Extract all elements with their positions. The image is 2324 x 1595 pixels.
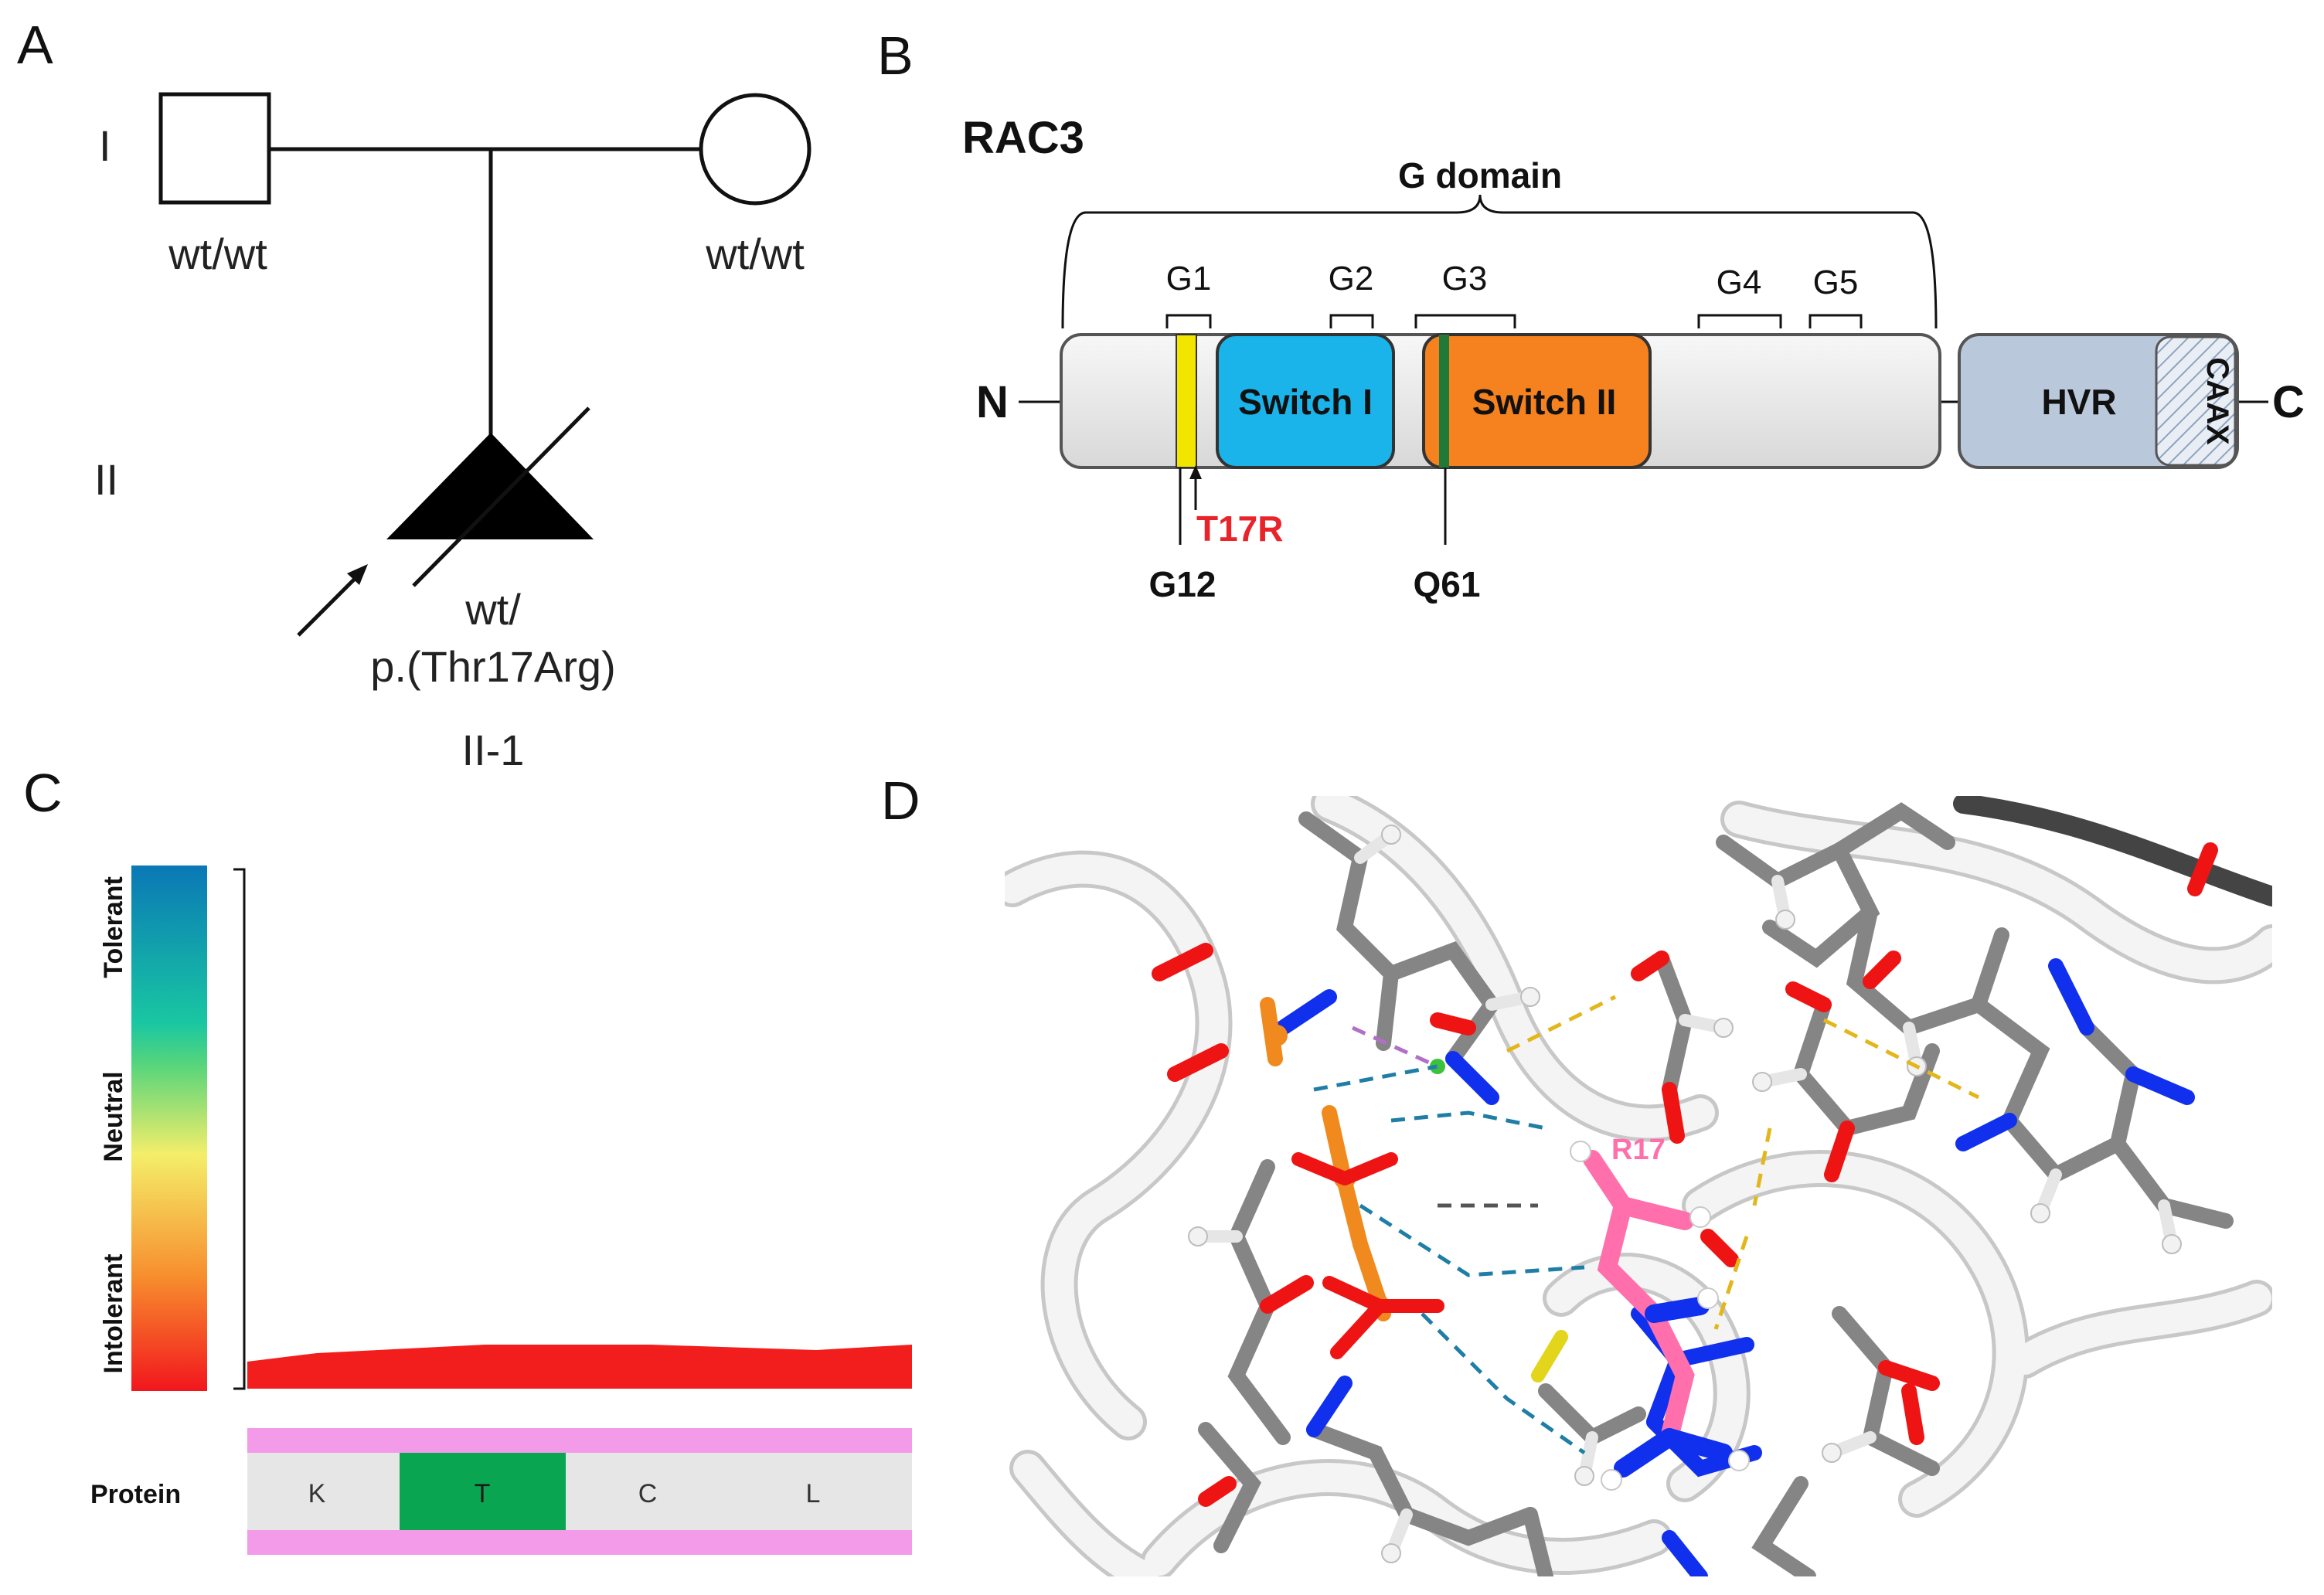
caax-label: CAAX [2200,357,2234,445]
proband-genotype-line2: p.(Thr17Arg) [370,642,615,691]
caax-motif [2155,335,2237,467]
highlighted-residue-cell [400,1453,566,1530]
motif-g1: G1 [1166,260,1212,298]
switch2-domain [1422,333,1652,469]
g-domain-label: G domain [1398,155,1562,196]
motif-g2: G2 [1329,260,1374,298]
mutation-label: T17R [1196,508,1283,549]
motif-g4: G4 [1717,264,1762,301]
pedigree: I II wt/wt wt/wt wt/ p.(Thr17Arg) II-1 [94,92,812,774]
tolerance-profile [247,1345,912,1389]
hvr-label: HVR [2041,382,2116,422]
protein-track-label: Protein [90,1480,181,1509]
motif-g3-bracket [1414,314,1516,328]
protein-name: RAC3 [962,113,1084,163]
motif-g1-bracket [1165,314,1212,328]
generation-label-2: II [94,455,118,504]
switch1-label: Switch I [1238,382,1373,422]
panel-label-c: C [23,763,63,823]
protein-track-top-border [247,1428,912,1453]
panel-label-a: A [17,15,53,75]
g1-marker [1176,334,1197,468]
n-terminus: N [976,377,1009,427]
molecular-structure-icon [1005,796,2272,1576]
residue-t: T [475,1479,491,1508]
g12-label: G12 [1149,564,1216,604]
proband-id: II-1 [462,726,525,774]
residue-c: C [638,1479,658,1508]
tolerance-gradient-bar [131,866,207,1391]
motif-g4-bracket [1697,314,1782,328]
scale-label-intolerant: Intolerant [99,1254,128,1374]
motif-g2-bracket [1329,314,1374,328]
father-genotype: wt/wt [168,230,267,278]
panel-label-b: B [877,26,914,86]
r17-label: R17 [1611,1134,1666,1166]
scale-label-neutral: Neutral [99,1071,128,1161]
g-domain-brace [1061,194,1938,329]
protein-track-bottom-border [247,1530,912,1555]
motif-g5-bracket [1809,314,1863,328]
father-square [158,92,271,205]
q61-label: Q61 [1414,564,1481,604]
protein-track-body [247,1453,912,1530]
motif-g3: G3 [1442,260,1488,298]
scale-bracket [233,868,246,1390]
residue-k: K [308,1479,326,1508]
proband-genotype-line1: wt/ [464,585,521,634]
c-terminus: C [2272,377,2305,427]
mother-circle [699,93,812,206]
panel-label-d: D [881,770,920,831]
mother-genotype: wt/wt [705,230,805,278]
q61-marker [1439,335,1449,468]
tolerance-panel: Tolerant Neutral Intolerant Protein K T … [90,866,912,1555]
proband-arrow-icon [297,564,368,637]
domain-map: RAC3 G domain G1 G2 G3 G4 G5 N C Switch … [962,113,2305,604]
motif-g5: G5 [1813,264,1859,301]
t17r-arrow-icon [1189,465,1202,510]
switch1-domain [1216,333,1395,469]
switch2-label: Switch II [1472,382,1617,422]
deceased-slash [412,406,590,587]
generation-label-1: I [99,121,111,170]
residue-l: L [806,1479,821,1508]
scale-label-tolerant: Tolerant [99,876,128,978]
proband-triangle [386,433,594,539]
